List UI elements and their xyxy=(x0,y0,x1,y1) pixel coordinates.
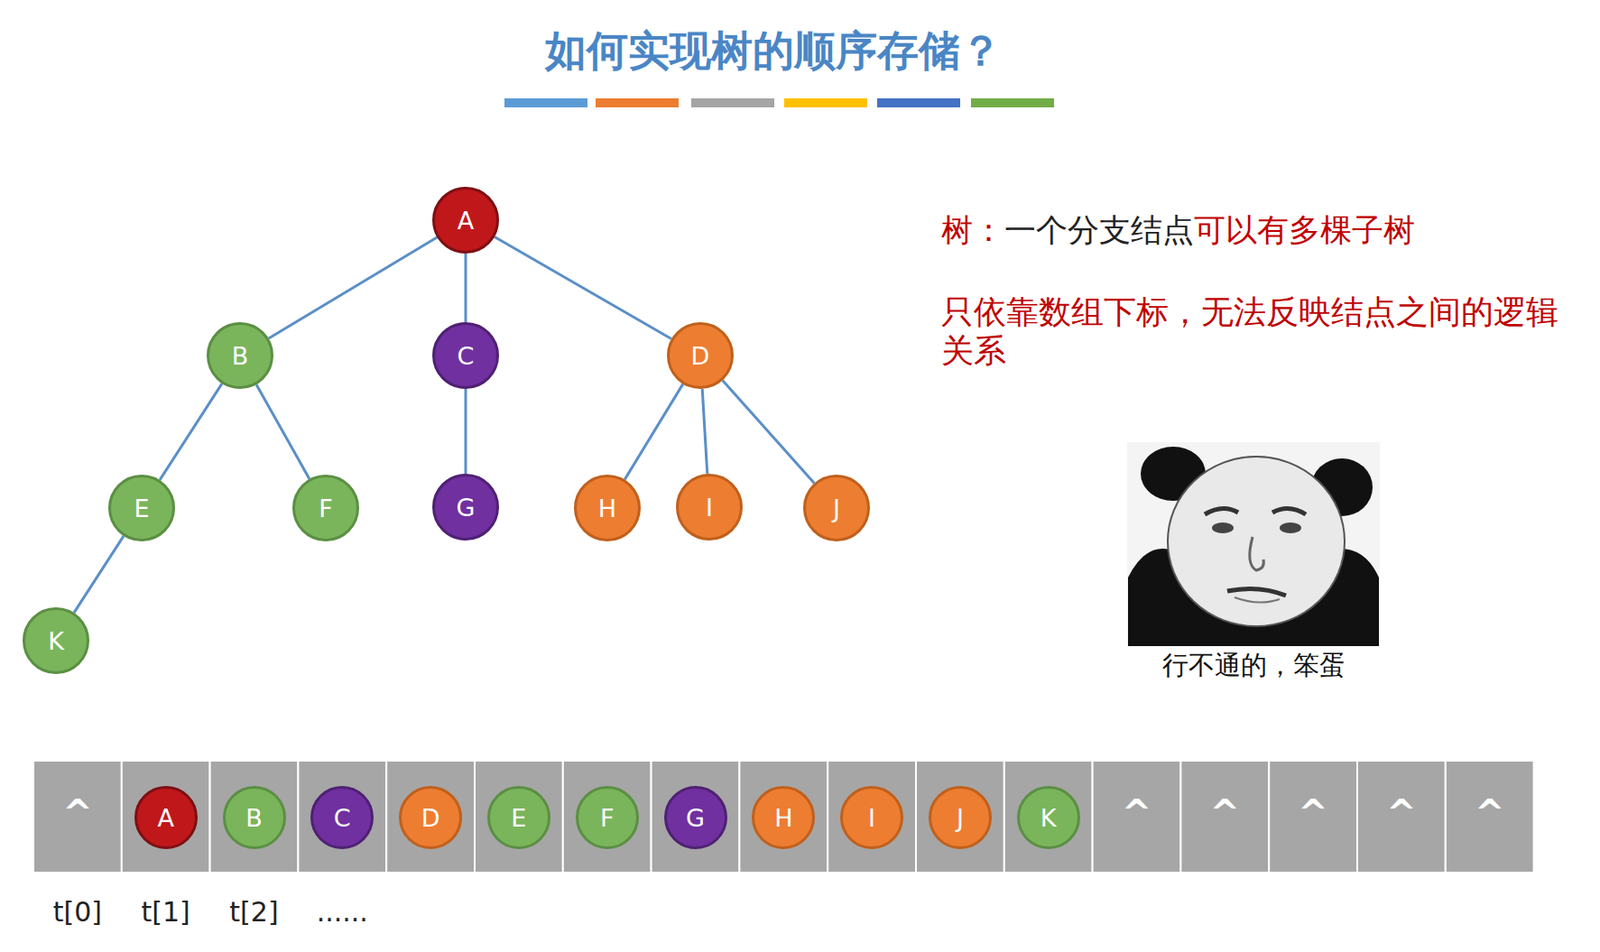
node-letter: F xyxy=(318,494,333,523)
array-cell xyxy=(1445,760,1535,873)
tree-edge xyxy=(494,236,672,339)
array-cell xyxy=(563,760,652,873)
tree-node: B xyxy=(222,786,287,850)
array-cell xyxy=(474,760,564,873)
node-letter: I xyxy=(868,804,876,833)
tree-edge xyxy=(624,384,683,481)
node-letter: C xyxy=(457,342,475,370)
node-letter: D xyxy=(421,804,441,833)
array-cell xyxy=(1268,760,1358,873)
note-line: 树：一个分支结点可以有多棵子树 xyxy=(941,209,1416,252)
tree-node: F xyxy=(575,786,639,850)
null-pointer: ^ xyxy=(1445,792,1535,834)
tree-node: F xyxy=(292,474,360,542)
tree-node: K xyxy=(22,607,90,675)
array-cell xyxy=(33,760,122,873)
panda-meme xyxy=(1127,442,1380,685)
null-pointer: ^ xyxy=(1357,792,1446,834)
node-letter: B xyxy=(245,804,263,833)
note-text: 行不通的，笨蛋 xyxy=(1127,647,1380,685)
tree-edge xyxy=(464,388,468,474)
array-cell xyxy=(386,760,475,873)
note-text: 一个分支结点 xyxy=(1004,212,1194,249)
title-bars xyxy=(504,98,1055,108)
array-cell xyxy=(651,760,740,873)
tree-node: I xyxy=(675,473,743,541)
array-index: ...... xyxy=(316,896,369,928)
node-letter: H xyxy=(774,804,793,833)
null-pointer: ^ xyxy=(1180,792,1269,834)
tree-node: D xyxy=(666,322,734,389)
array-index: t[1] xyxy=(141,896,191,928)
array-cell xyxy=(1004,760,1093,873)
note-text: 只依靠数组下标，无法反映结点之间的逻辑关系 xyxy=(941,292,1564,370)
node-letter: J xyxy=(832,494,841,523)
tree-node: H xyxy=(573,474,641,542)
node-letter: E xyxy=(510,804,527,833)
null-pointer: ^ xyxy=(1092,792,1182,834)
node-letter: I xyxy=(705,493,713,522)
tree-node: A xyxy=(432,186,500,254)
tree-edge xyxy=(702,388,708,474)
node-letter: K xyxy=(1040,804,1057,833)
array-cell xyxy=(1357,760,1446,873)
tree-node: I xyxy=(840,786,904,850)
tree-edge xyxy=(464,253,468,323)
tree-node: G xyxy=(432,473,500,541)
node-letter: H xyxy=(598,494,617,523)
tree-node: J xyxy=(928,786,992,850)
tree-node: E xyxy=(108,474,176,542)
tree-node: G xyxy=(664,786,728,850)
node-letter: F xyxy=(600,804,615,833)
tree-node: A xyxy=(134,786,198,850)
array-cell xyxy=(1180,760,1269,873)
tree-node: E xyxy=(487,786,551,850)
array-cell xyxy=(827,760,916,873)
array-cell xyxy=(1092,760,1182,873)
null-pointer: ^ xyxy=(1268,792,1358,834)
array-index: t[2] xyxy=(229,896,278,928)
node-letter: K xyxy=(47,627,65,656)
tree-node: K xyxy=(1017,786,1081,850)
node-letter: C xyxy=(333,804,352,833)
array-cells xyxy=(33,760,1535,873)
tree-node: B xyxy=(206,322,274,389)
tree-node: D xyxy=(398,786,463,850)
node-letter: J xyxy=(956,804,964,833)
array-cell xyxy=(915,760,1005,873)
node-letter: A xyxy=(157,804,174,833)
tree-node: H xyxy=(751,786,815,850)
note-text: 可以有多棵子树 xyxy=(1193,212,1416,249)
array-cell xyxy=(121,760,211,873)
node-letter: G xyxy=(456,493,476,522)
null-pointer: ^ xyxy=(33,792,122,834)
note-text: 树： xyxy=(941,212,1005,249)
node-letter: D xyxy=(691,342,711,370)
tree-edge xyxy=(268,237,438,339)
tree-node: C xyxy=(310,786,374,850)
array-cell xyxy=(739,760,828,873)
array-cell xyxy=(210,760,299,873)
tree-edge xyxy=(159,383,222,481)
node-letter: G xyxy=(685,804,705,833)
array-index: t[0] xyxy=(53,896,102,928)
tree-node: J xyxy=(803,474,870,542)
tree-node: C xyxy=(432,322,500,389)
node-letter: E xyxy=(133,494,149,523)
node-letter: A xyxy=(457,206,474,235)
tree-edge xyxy=(722,380,815,484)
tree-edge xyxy=(256,384,310,479)
tree-edge xyxy=(73,536,124,613)
array-cell xyxy=(297,760,387,873)
node-letter: B xyxy=(231,342,250,370)
title: 如何实现树的顺序存储？ xyxy=(0,23,1600,80)
